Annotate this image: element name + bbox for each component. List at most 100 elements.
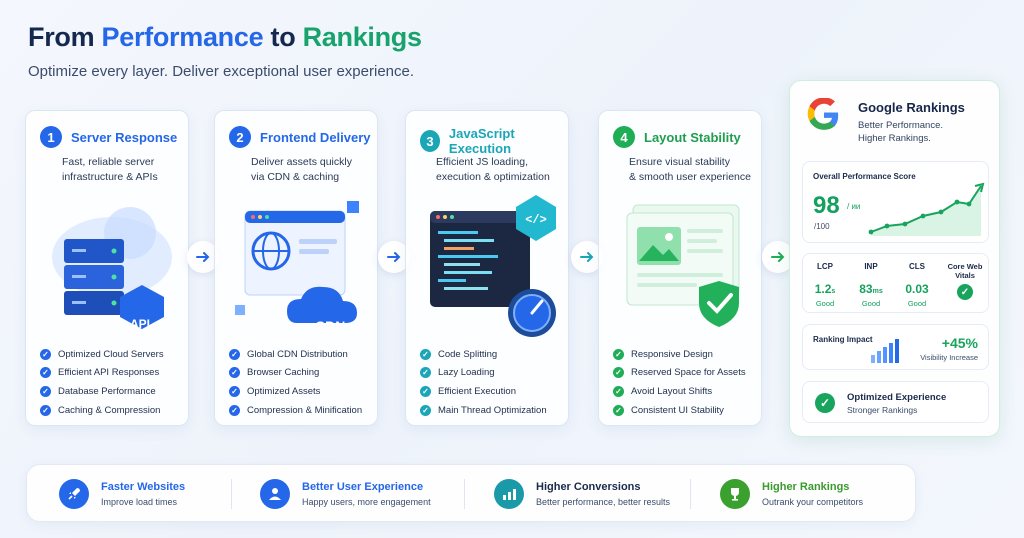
check-icon: ✓	[420, 348, 431, 360]
check-icon: ✓	[40, 367, 51, 379]
card-frontend-delivery: 2 Frontend Delivery Deliver assets quick…	[214, 110, 378, 426]
optimized-sub: Stronger Rankings	[847, 405, 918, 415]
list-item: ✓Efficient API Responses	[40, 364, 164, 383]
step-number: 2	[229, 126, 251, 148]
list-item: ✓Lazy Loading	[420, 364, 547, 383]
list-item: ✓Global CDN Distribution	[229, 345, 362, 364]
check-icon: ✓	[613, 348, 624, 360]
card-javascript-execution: 3 JavaScript Execution Efficient JS load…	[405, 110, 569, 426]
google-rankings-panel: Google Rankings Better Performance.Highe…	[789, 80, 1000, 437]
server-cloud-illustration	[52, 207, 172, 329]
list-item: ✓Compression & Minification	[229, 401, 362, 420]
check-icon: ✓	[40, 404, 51, 416]
list-item: ✓Browser Caching	[229, 364, 362, 383]
list-item: ✓Consistent UI Stability	[613, 401, 746, 420]
cdn-badge: CDN	[315, 318, 346, 334]
performance-score-box: Overall Performance Score 98 / ии /100	[802, 161, 989, 243]
score-max: /100	[814, 222, 830, 231]
optimized-experience-box: ✓ Optimized Experience Stronger Rankings	[802, 381, 989, 423]
arrow-right-icon	[187, 241, 219, 273]
check-circle-icon: ✓	[815, 393, 835, 413]
checklist: ✓Responsive Design ✓Reserved Space for A…	[613, 345, 746, 419]
list-item: ✓Avoid Layout Shifts	[613, 382, 746, 401]
list-item: ✓Code Splitting	[420, 345, 547, 364]
check-icon: ✓	[229, 367, 240, 379]
step-number: 1	[40, 126, 62, 148]
title-word: Performance	[101, 22, 264, 52]
metric-core-web-vitals: Core Web Vitals ✓	[943, 254, 987, 300]
check-circle-icon: ✓	[957, 284, 973, 300]
list-item: ✓Main Thread Optimization	[420, 401, 547, 420]
rocket-icon	[59, 479, 89, 509]
page-subtitle: Optimize every layer. Deliver exceptiona…	[28, 63, 415, 80]
check-icon: ✓	[420, 367, 431, 379]
check-icon: ✓	[420, 385, 431, 397]
trend-line-chart	[868, 182, 985, 236]
check-icon: ✓	[613, 404, 624, 416]
card-title: Frontend Delivery	[260, 129, 371, 145]
impact-label: Ranking Impact	[813, 335, 873, 344]
check-icon: ✓	[229, 348, 240, 360]
score-unit: / ии	[847, 202, 861, 211]
check-icon: ✓	[420, 404, 431, 416]
list-item: ✓Caching & Compression	[40, 401, 164, 420]
optimized-title: Optimized Experience	[847, 392, 947, 403]
google-rankings-title: Google Rankings	[858, 100, 965, 115]
metric-lcp: LCP 1.2s Good	[814, 262, 836, 308]
divider	[690, 479, 691, 509]
card-title: Server Response	[71, 129, 178, 145]
bar-chart-icon	[494, 479, 524, 509]
check-icon: ✓	[40, 348, 51, 360]
title-word: From	[28, 22, 95, 52]
api-badge: API	[130, 317, 151, 331]
cdn-browser-illustration	[235, 201, 359, 323]
list-item: ✓Database Performance	[40, 382, 164, 401]
check-icon: ✓	[229, 404, 240, 416]
list-item: ✓Optimized Assets	[229, 382, 362, 401]
card-layout-stability: 4 Layout Stability Ensure visual stabili…	[598, 110, 762, 426]
check-icon: ✓	[613, 385, 624, 397]
arrow-right-icon	[762, 241, 794, 273]
checklist: ✓Code Splitting ✓Lazy Loading ✓Efficient…	[420, 345, 547, 419]
divider	[464, 479, 465, 509]
ranking-impact-box: Ranking Impact +45% Visibility Increase	[802, 324, 989, 370]
trophy-icon	[720, 479, 750, 509]
google-logo-icon	[807, 98, 839, 130]
score-value: 98	[813, 192, 840, 219]
checklist: ✓Global CDN Distribution ✓Browser Cachin…	[229, 345, 362, 419]
user-icon	[260, 479, 290, 509]
layout-shield-illustration	[626, 204, 740, 327]
list-item: ✓Optimized Cloud Servers	[40, 345, 164, 364]
impact-sub: Visibility Increase	[920, 353, 978, 362]
check-icon: ✓	[613, 367, 624, 379]
card-description: Ensure visual stability& smooth user exp…	[629, 156, 751, 183]
page-title: From Performance to Rankings	[28, 22, 422, 53]
title-word: Rankings	[302, 22, 422, 52]
metric-inp: INP 83ms Good	[859, 262, 883, 308]
list-item: ✓Efficient Execution	[420, 382, 547, 401]
svg-text:</>: </>	[525, 213, 547, 227]
step-number: 4	[613, 126, 635, 148]
divider	[231, 479, 232, 509]
check-icon: ✓	[40, 385, 51, 397]
core-web-vitals-box: LCP 1.2s Good INP 83ms Good CLS 0.03 Goo…	[802, 253, 989, 313]
arrow-right-icon	[571, 241, 603, 273]
impact-value: +45%	[941, 335, 978, 351]
title-word: to	[270, 22, 296, 52]
score-label: Overall Performance Score	[813, 172, 916, 181]
arrow-right-icon	[378, 241, 410, 273]
checklist: ✓Optimized Cloud Servers ✓Efficient API …	[40, 345, 164, 419]
metric-cls: CLS 0.03 Good	[905, 262, 929, 308]
card-title: Layout Stability	[644, 129, 741, 145]
code-editor-illustration: </>	[430, 195, 556, 337]
check-icon: ✓	[229, 385, 240, 397]
google-rankings-subtitle: Better Performance.Higher Rankings.	[858, 120, 944, 144]
